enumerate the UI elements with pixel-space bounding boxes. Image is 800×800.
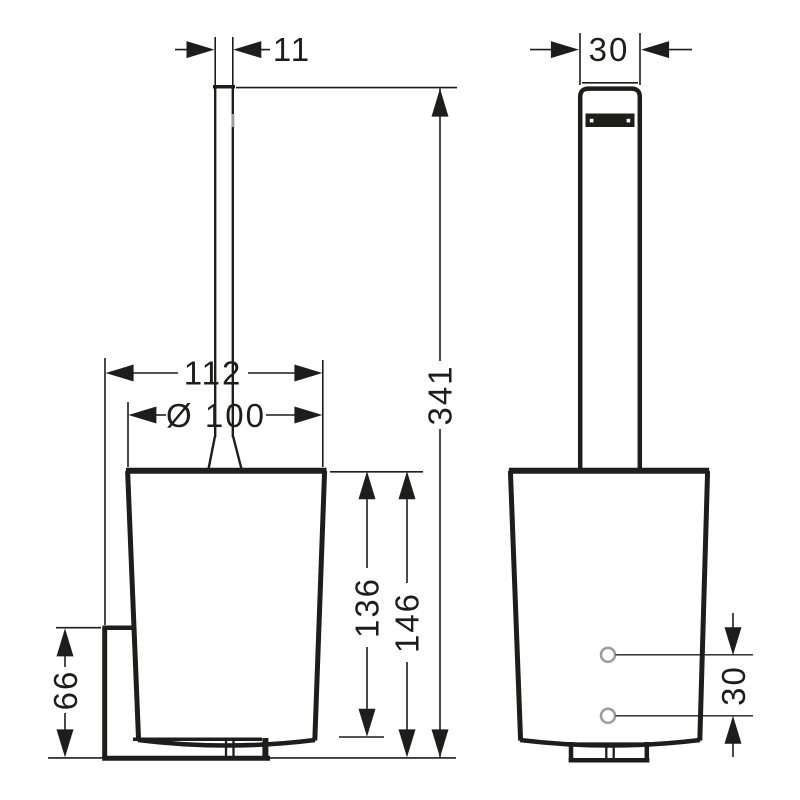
- arrowhead-right: [186, 41, 215, 59]
- hanging-slot: [585, 113, 635, 127]
- dim-label-basin-inner-height: 136: [349, 577, 386, 638]
- dimension-bracket-height: 66: [47, 626, 101, 758]
- handle-slot-edge-mark: [231, 114, 235, 127]
- front-view: 11 341 112 Ø 100: [47, 31, 459, 761]
- arrowhead-down: [431, 729, 449, 758]
- brush-handle-side: [577, 33, 643, 470]
- arrowhead-up: [398, 471, 416, 500]
- basin-side: [507, 467, 711, 748]
- dim-label-hole-spacing: 30: [715, 665, 752, 706]
- handle-outline: [577, 86, 643, 470]
- basin-left-wall: [507, 470, 524, 741]
- dimension-handle-width: 11: [175, 31, 311, 68]
- brush-handle-front: [207, 37, 243, 470]
- dimension-handle-depth: 30: [530, 31, 692, 68]
- wall-bracket-front: [102, 625, 270, 761]
- dimension-total-height: 341: [236, 86, 459, 758]
- dim-label-total-height: 341: [422, 364, 459, 425]
- arrowhead-right: [294, 364, 323, 382]
- dimension-overall-width: 112: [104, 355, 324, 625]
- arrowhead-left: [128, 406, 157, 424]
- mounting-holes: [599, 646, 753, 725]
- dim-label-handle-depth: 30: [589, 31, 630, 68]
- arrowhead-down: [56, 729, 74, 758]
- brush-flare-right: [231, 435, 243, 470]
- slot-pin-right: [626, 118, 631, 123]
- dim-label-handle-width: 11: [273, 31, 311, 68]
- dimension-basin-outer-height: 146: [389, 471, 426, 758]
- dim-label-bracket-height: 66: [47, 670, 84, 711]
- arrowhead-up: [56, 628, 74, 657]
- dimension-diameter: Ø 100: [127, 397, 323, 467]
- basin-bottom-curve: [519, 737, 701, 748]
- dimension-hole-spacing: 30: [715, 613, 752, 757]
- basin-left-wall: [125, 470, 142, 741]
- arrowhead-right: [294, 406, 323, 424]
- arrowhead-left: [641, 41, 670, 59]
- slot-pin-left: [589, 118, 594, 123]
- basin-right-wall: [697, 470, 711, 741]
- arrowhead-up: [724, 715, 742, 744]
- mounting-hole-bottom: [599, 707, 617, 725]
- arrowhead-down: [398, 729, 416, 758]
- brush-flare-left: [207, 435, 217, 470]
- basin-right-wall: [312, 470, 328, 741]
- arrowhead-down: [358, 708, 376, 737]
- arrowhead-up: [431, 88, 449, 117]
- arrowhead-down: [724, 627, 742, 656]
- dim-label-overall-width: 112: [184, 355, 243, 392]
- side-view: 30 30: [507, 31, 753, 763]
- dimension-basin-inner-height: 136: [330, 471, 423, 738]
- arrowhead-up: [358, 471, 376, 500]
- dim-label-diameter: Ø 100: [166, 397, 266, 434]
- dim-label-basin-outer-height: 146: [389, 592, 426, 653]
- arrowhead-right: [550, 41, 579, 59]
- mounting-hole-top: [599, 646, 617, 664]
- base-foot-side: [568, 742, 650, 763]
- arrowhead-left: [105, 364, 134, 382]
- basin-front: [125, 467, 328, 748]
- arrowhead-left: [233, 41, 262, 59]
